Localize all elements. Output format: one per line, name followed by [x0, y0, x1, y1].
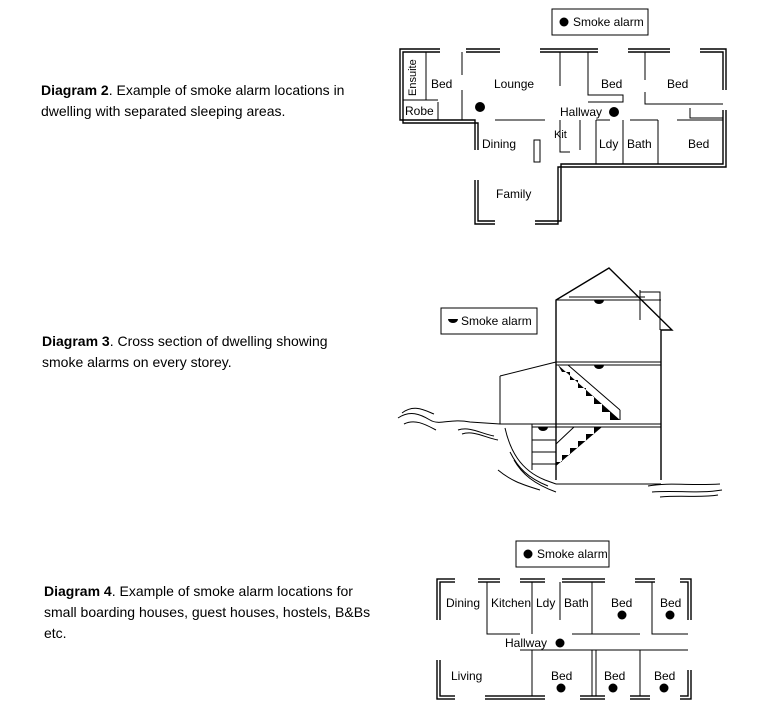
room-label-dining: Dining [446, 596, 480, 610]
room-label-bath: Bath [564, 596, 589, 610]
diagram-4-title: Diagram 4 [44, 583, 112, 599]
room-label-hallway: Hallway [505, 636, 547, 650]
room-label-bed: Bed [551, 669, 572, 683]
smoke-alarm-icon [608, 683, 618, 693]
smoke-alarm-icon [556, 683, 566, 693]
room-label-bed: Bed [604, 669, 625, 683]
smoke-alarm-icon [538, 427, 548, 431]
diagram-2-floorplan: Smoke alarm Ensuite Bed Lounge Bed [399, 8, 727, 225]
room-label-bed: Bed [601, 77, 622, 91]
room-label-dining: Dining [482, 137, 516, 151]
diagram-3-text: . Cross section of dwelling showing smok… [42, 333, 328, 370]
legend-label: Smoke alarm [537, 547, 608, 561]
diagram-4-text: . Example of smoke alarm locations for s… [44, 583, 371, 641]
room-label-bed: Bed [431, 77, 452, 91]
smoke-alarm-icon [665, 610, 675, 620]
diagram-4-caption: Diagram 4. Example of smoke alarm locati… [44, 581, 384, 644]
room-label-living: Living [451, 669, 482, 683]
room-label-family: Family [496, 187, 531, 201]
room-label-lounge: Lounge [494, 77, 534, 91]
smoke-alarm-icon [555, 638, 565, 648]
room-label-kit: Kit [554, 129, 567, 141]
diagram-3-title: Diagram 3 [42, 333, 110, 349]
diagram-4-floorplan: Smoke alarm Dining Kitchen Ldy Bath Bed [436, 540, 692, 700]
smoke-alarm-icon [475, 102, 485, 112]
room-label-ensuite: Ensuite [407, 59, 419, 96]
diagram-2-caption: Diagram 2. Example of smoke alarm locati… [41, 80, 371, 122]
room-label-bath: Bath [627, 137, 652, 151]
legend-label: Smoke alarm [573, 15, 644, 29]
room-label-bed: Bed [667, 77, 688, 91]
room-label-robe: Robe [405, 104, 434, 118]
room-label-kitchen: Kitchen [491, 596, 531, 610]
smoke-alarm-icon [609, 107, 619, 117]
diagram-2-title: Diagram 2 [41, 82, 109, 98]
diagram-3-legend: Smoke alarm [440, 307, 538, 335]
room-label-bed: Bed [688, 137, 709, 151]
smoke-alarm-icon [617, 610, 627, 620]
smoke-alarm-ceiling-icon [448, 319, 458, 323]
legend-label: Smoke alarm [461, 314, 532, 328]
smoke-alarm-icon [659, 683, 669, 693]
smoke-alarm-icon [559, 17, 569, 27]
diagram-3-cross-section: Smoke alarm [397, 267, 723, 498]
smoke-alarm-icon [594, 300, 604, 304]
smoke-alarm-icon [594, 365, 604, 369]
room-label-bed: Bed [660, 596, 681, 610]
diagram-3-caption: Diagram 3. Cross section of dwelling sho… [42, 331, 372, 373]
diagram-2-legend: Smoke alarm [551, 8, 649, 36]
smoke-alarm-icon [523, 549, 533, 559]
room-label-ldy: Ldy [536, 596, 555, 610]
room-label-bed: Bed [611, 596, 632, 610]
room-label-bed: Bed [654, 669, 675, 683]
diagram-2-text: . Example of smoke alarm locations in dw… [41, 82, 345, 119]
room-label-hallway: Hallway [560, 105, 602, 119]
room-label-ldy: Ldy [599, 137, 618, 151]
diagram-4-legend: Smoke alarm [515, 540, 610, 568]
